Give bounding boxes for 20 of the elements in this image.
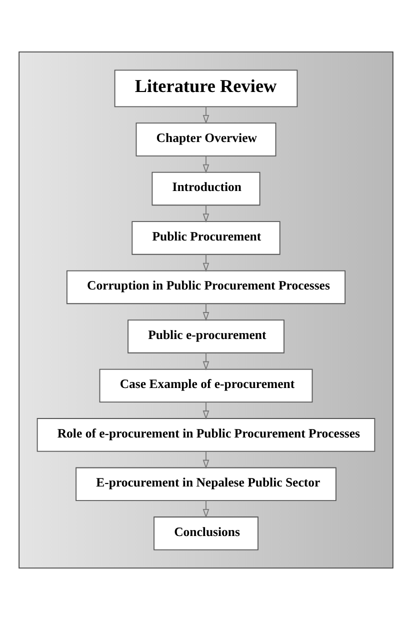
node-box: Conclusions bbox=[154, 516, 258, 550]
node-box: Corruption in Public Procurement Processes bbox=[66, 270, 346, 304]
arrow bbox=[202, 253, 210, 272]
arrow bbox=[202, 352, 210, 370]
arrow bbox=[202, 450, 210, 468]
node-box: Public Procurement bbox=[132, 220, 280, 254]
node-box: E-procurement in Nepalese Public Sector bbox=[76, 466, 336, 501]
node-box: Role of e-procurement in Public Procurement Processes bbox=[36, 418, 376, 452]
arrow bbox=[202, 500, 210, 518]
node-box: Introduction bbox=[152, 171, 260, 206]
node-box: Literature Review bbox=[114, 69, 298, 107]
cluster bbox=[18, 50, 394, 568]
arrow bbox=[202, 401, 210, 420]
node-box: Chapter Overview bbox=[136, 122, 276, 156]
arrow bbox=[202, 154, 210, 173]
arrow bbox=[202, 302, 210, 321]
arrow bbox=[202, 204, 210, 222]
arrow bbox=[202, 106, 210, 124]
node-box: Case Example of e-procurement bbox=[99, 368, 313, 402]
node-box: Public e-procurement bbox=[128, 319, 284, 353]
